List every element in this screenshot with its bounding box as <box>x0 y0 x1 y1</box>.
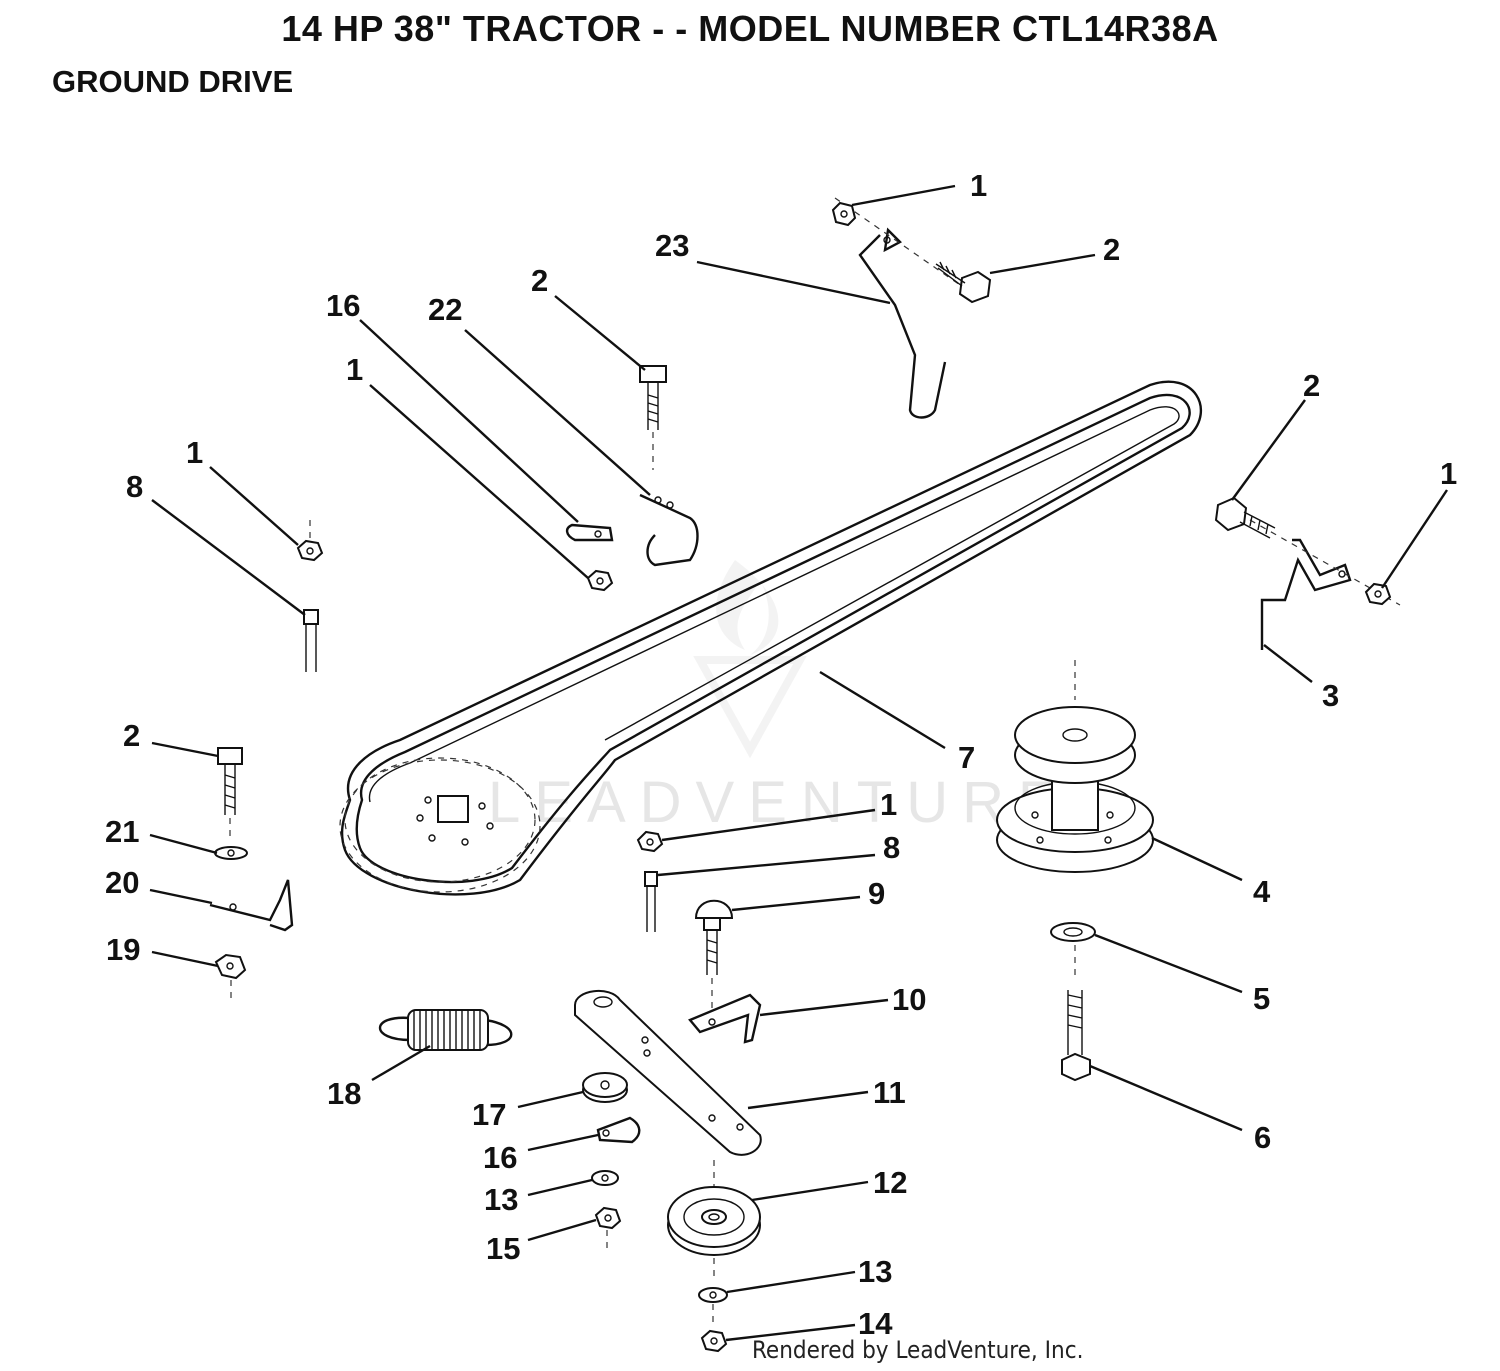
stud-8 <box>303 609 319 672</box>
clip-16 <box>565 523 614 542</box>
render-credit: Rendered by LeadVenture, Inc. <box>752 1336 1084 1364</box>
callout-labels: 1 2 23 2 16 22 1 2 1 1 8 3 7 2 21 20 19 … <box>105 168 1457 1341</box>
spacer-17 <box>582 1072 628 1103</box>
watermark-text: LEADVENTURE <box>488 770 1071 835</box>
hex-nut-part <box>296 520 324 562</box>
washer-13 <box>591 1170 619 1186</box>
callout-1: 1 <box>970 168 987 203</box>
callout-4: 4 <box>1253 874 1271 909</box>
callout-2: 2 <box>1303 368 1320 403</box>
washer-13 <box>698 1287 728 1325</box>
hex-nut-part <box>214 953 247 1000</box>
callout-20: 20 <box>105 865 139 900</box>
transaxle-pulley <box>339 757 541 893</box>
callout-2: 2 <box>531 263 548 298</box>
clip-16 <box>596 1116 641 1144</box>
callout-10: 10 <box>892 982 926 1017</box>
carriage-bolt-9 <box>694 899 734 1010</box>
idler-pulley-12 <box>667 1186 761 1280</box>
spring-18 <box>379 1009 513 1051</box>
callout-22: 22 <box>428 292 462 327</box>
stud-8 <box>644 871 658 932</box>
callout-8: 8 <box>883 830 900 865</box>
callout-18: 18 <box>327 1076 361 1111</box>
callout-2: 2 <box>123 718 140 753</box>
leader-lines <box>149 184 1449 1342</box>
callout-11: 11 <box>873 1075 906 1110</box>
callout-7: 7 <box>958 740 975 775</box>
callout-5: 5 <box>1253 981 1270 1016</box>
callout-13: 13 <box>484 1182 518 1217</box>
callout-9: 9 <box>868 876 885 911</box>
callout-6: 6 <box>1254 1120 1271 1155</box>
hex-bolt-6 <box>1061 990 1091 1082</box>
washer-5 <box>1050 922 1096 980</box>
belt-guide-22 <box>639 493 699 567</box>
callout-1: 1 <box>880 787 897 822</box>
hex-nut-part <box>594 1206 622 1248</box>
hex-nut-part <box>636 830 664 853</box>
hex-bolt-part <box>935 261 992 304</box>
hex-nut-part <box>586 569 614 592</box>
callout-15: 15 <box>486 1231 520 1266</box>
hex-nut-part <box>831 201 857 227</box>
hex-nut-part <box>700 1329 728 1353</box>
hex-nut-part <box>1364 582 1392 606</box>
callout-3: 3 <box>1322 678 1339 713</box>
belt-guide-23 <box>834 197 961 419</box>
hex-bolt-part <box>639 365 667 470</box>
diagram-title: 14 HP 38" TRACTOR - - MODEL NUMBER CTL14… <box>281 8 1219 49</box>
callout-8: 8 <box>126 469 143 504</box>
drive-belt <box>340 380 1202 896</box>
clip-20 <box>209 879 294 932</box>
callout-1: 1 <box>186 435 203 470</box>
callout-13: 13 <box>858 1254 892 1289</box>
callout-1: 1 <box>346 352 363 387</box>
callout-14: 14 <box>858 1306 893 1341</box>
callout-21: 21 <box>105 814 139 849</box>
hex-bolt-part <box>217 747 243 840</box>
clip-10 <box>688 993 762 1044</box>
washer-21 <box>214 846 248 860</box>
callout-16: 16 <box>483 1140 517 1175</box>
callout-12: 12 <box>873 1165 907 1200</box>
callout-17: 17 <box>472 1097 506 1132</box>
engine-pulley-4 <box>996 660 1154 873</box>
section-title: GROUND DRIVE <box>52 64 294 99</box>
idler-bracket-3 <box>1249 519 1401 650</box>
callout-16: 16 <box>326 288 360 323</box>
callout-1: 1 <box>1440 456 1457 491</box>
hex-bolt-part <box>1214 496 1276 539</box>
callout-19: 19 <box>106 932 140 967</box>
callout-23: 23 <box>655 228 689 263</box>
callout-2: 2 <box>1103 232 1120 267</box>
